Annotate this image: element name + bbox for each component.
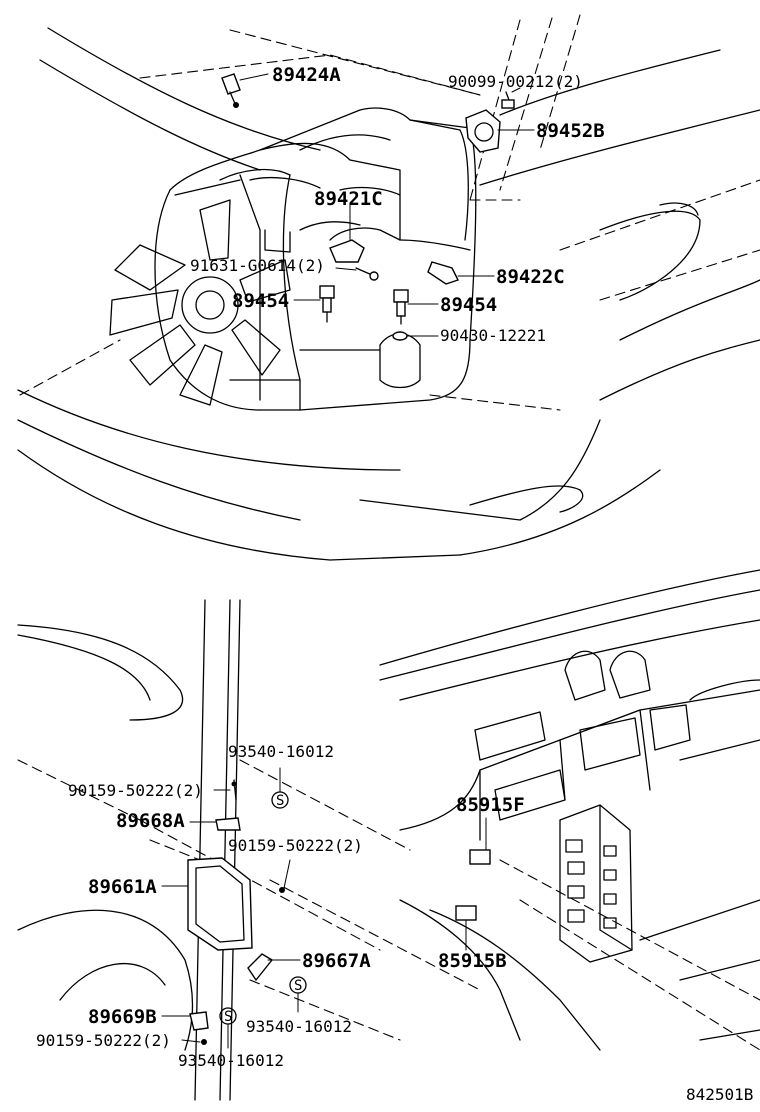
screw-marker-s3 [219,1007,237,1049]
top-parts [221,73,535,341]
label-85915F: 85915F [456,794,525,816]
part-89668A-bracket [189,817,241,831]
dashboard-illustration [379,569,760,1051]
part-90099-bolt [501,87,521,109]
part-89669B-bracket [161,1011,209,1031]
label-89454-left: 89454 [232,290,289,312]
label-89424A: 89424A [272,64,341,86]
callout-labels: 89424A 90099-00212(2) 89452B 89421C 9163… [36,64,753,1104]
label-89668A: 89668A [116,810,185,832]
screw-marker-s1-letter: S [276,793,284,809]
screw-marker-s1 [271,767,289,809]
label-89661A: 89661A [88,876,157,898]
part-90159-bolt-c [181,1039,207,1045]
label-85915B: 85915B [438,950,507,972]
part-90159-bolt-a [213,779,237,801]
part-90159-bolt-b [279,859,291,893]
label-89421C: 89421C [314,188,383,210]
label-93540-16012-mid: 93540-16012 [246,1017,352,1036]
part-89422C-sensor [427,261,495,285]
label-93540-16012-bottom: 93540-16012 [178,1051,284,1070]
relay-parts [455,817,491,951]
part-89454-sensor-a [293,285,335,323]
screw-marker-s3-letter: S [224,1009,232,1025]
label-93540-16012-top: 93540-16012 [228,742,334,761]
label-90430-12221: 90430-12221 [440,326,546,345]
part-89661A-ecu [161,857,253,951]
label-90159-50222-bottom: 90159-50222(2) [36,1031,171,1050]
engine-compartment-illustration [17,14,760,561]
part-90430-gasket [392,331,439,341]
part-89452B-sensor [465,109,535,153]
label-90099-00212: 90099-00212(2) [448,72,583,91]
part-89667A-bracket [247,953,301,982]
label-90159-50222-top: 90159-50222(2) [68,781,203,800]
label-89422C: 89422C [496,266,565,288]
diagram-id: 842501B [686,1085,753,1104]
label-89452B: 89452B [536,120,605,142]
label-91631-G0614: 91631-G0614(2) [190,256,325,275]
part-91631-screw [335,267,379,281]
cooling-fan [109,199,291,406]
part-85915B-relay [455,905,477,951]
label-90159-50222-mid: 90159-50222(2) [228,836,363,855]
part-85915F-relay [469,817,491,865]
screw-marker-s2-letter: S [294,978,302,994]
part-89424A-sensor [221,73,269,108]
label-89669B: 89669B [88,1006,157,1028]
label-89667A: 89667A [302,950,371,972]
part-89454-sensor-b [393,289,439,325]
part-89421C-sensor [329,204,365,263]
screw-marker-s2 [289,976,307,1013]
junction-block [559,804,633,963]
label-89454-right: 89454 [440,294,497,316]
ecu-parts [161,767,307,1049]
